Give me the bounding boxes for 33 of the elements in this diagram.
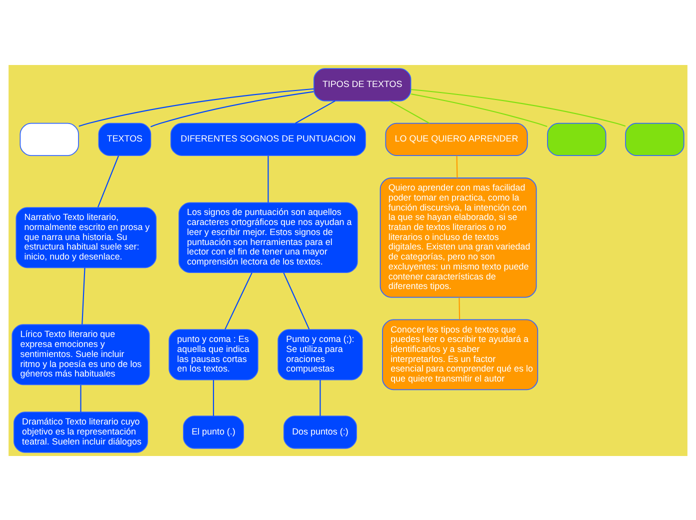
connector	[82, 267, 86, 324]
node-box	[20, 122, 79, 156]
node-box: Quiero aprender con mas facilidad poder tomar en practica, como la función discursiva, la intención con la que se hayan elaborado, si se tratan de textos literarios o no literarios o incluso de textos digitales. Existen una gran variedad de categorías, pero no son excluyentes: un mismo texto puede contener características de diferentes tipos.	[380, 177, 537, 298]
node-box	[625, 122, 684, 156]
connector	[78, 88, 314, 126]
node-box: Punto y coma (;): Se utiliza para oraciones compuestas	[278, 328, 363, 380]
connector	[320, 379, 321, 416]
node-box: Los signos de puntuación son aquellos caracteres ortográficos que nos ayudan a leer y escribir mejor. Estos signos de puntuación son herramientas para el lector con el fin de tener una mayor comprensión lectora de los textos.	[178, 202, 358, 273]
node-box: DIFERENTES SOGNOS DE PUNTUACION	[170, 122, 366, 156]
connector	[456, 155, 458, 178]
node-box: TEXTOS	[98, 122, 152, 156]
node-box: Narrativo Texto literario, normalmente escrito en prosa y que narra una historia. Su estructura habitual suele ser: inicio, nudo y desenlace.	[16, 206, 157, 268]
node-box: Conocer los tipos de textos que puedes leer o escribir te ayudará a identificarlos y a saber interpretarlos. Es un factor esencial para comprender qué es lo que quiere transmitir el autor	[382, 318, 538, 390]
node-box: LO QUE QUIERO APRENDER	[385, 122, 528, 156]
connector	[212, 379, 214, 416]
node-box: Dramático Texto literario cuyo objetivo es la representación teatral. Suelen incluir diálogos	[14, 411, 148, 452]
connector	[80, 384, 82, 412]
connector	[410, 88, 626, 126]
node-box: punto y coma : Es aquella que indica las pausas cortas en los textos.	[168, 328, 258, 380]
connector	[411, 92, 548, 127]
node-box	[547, 122, 606, 156]
connector	[283, 272, 310, 330]
node-box: Lírico Texto literario que expresa emociones y sentimientos. Suele incluir ritmo y la poesía es uno de los géneros más habituales	[12, 324, 150, 385]
connector	[150, 90, 314, 127]
connector	[295, 100, 336, 124]
connector	[389, 100, 430, 124]
connector	[268, 155, 269, 202]
connector	[97, 155, 119, 207]
node-box: TIPOS DE TEXTOS	[313, 68, 412, 101]
connector	[224, 272, 252, 330]
node-box: Dos puntos (:)	[283, 415, 357, 448]
connector	[458, 297, 460, 319]
node-box: El punto (.)	[183, 415, 244, 448]
